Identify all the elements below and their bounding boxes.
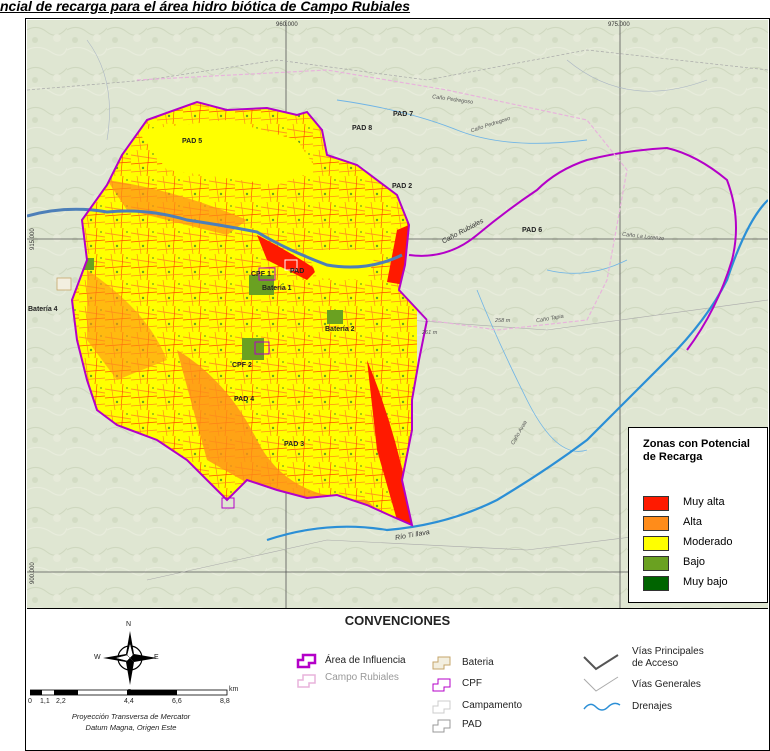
main-roads-label-1: Vías Principales (632, 646, 704, 657)
scale-label-5: 8,8 (220, 698, 230, 705)
legend-swatch (643, 556, 669, 571)
general-road-icon (583, 676, 619, 692)
legend-label: Alta (683, 516, 702, 528)
legend-label: Moderado (683, 536, 733, 548)
label-alt-2: 258 m (495, 318, 511, 324)
cpf-icon (432, 678, 451, 692)
projection-line-1: Proyección Transversa de Mercator (71, 712, 191, 721)
legend-swatch (643, 536, 669, 551)
label-pad6: PAD 6 (522, 227, 543, 234)
label-pad2: PAD 2 (392, 183, 413, 190)
campamento-icon (432, 700, 451, 714)
label-pad4: PAD 4 (234, 396, 255, 403)
main-road-icon (583, 654, 619, 671)
map-canvas (27, 20, 768, 608)
label-pad3: PAD 3 (284, 441, 305, 448)
legend-label: Muy alta (683, 496, 725, 508)
label-bateria1: Batería 1 (262, 285, 292, 292)
cpf-label: CPF (462, 678, 482, 689)
bateria-icon (432, 656, 451, 670)
legend-label: Bajo (683, 556, 706, 568)
influence-area-icon (296, 653, 317, 669)
scale-label-2: 2,2 (56, 698, 66, 705)
scale-label-0: 0 (28, 698, 32, 705)
y-tick-2: 900.000 (30, 562, 36, 584)
compass-n: N (126, 621, 132, 628)
x-tick-1: 960.000 (276, 22, 298, 28)
campamento-label: Campamento (462, 700, 523, 711)
compass-rose-icon (103, 631, 157, 685)
scale-bar (30, 689, 228, 696)
conventions-title: CONVENCIONES (344, 613, 451, 628)
campo-rubiales-label: Campo Rubiales (325, 672, 399, 683)
drainage-icon (583, 702, 621, 711)
scale-unit: km (229, 686, 239, 693)
projection-line-2: Datum Magna, Origen Este (85, 723, 177, 732)
label-alt-1: 261 m (422, 330, 438, 336)
pad-label: PAD (462, 719, 482, 730)
conventions-panel: CONVENCIONES N S E W 0 1,1 2,2 4,4 6,6 8… (27, 608, 768, 750)
drainage-label: Drenajes (632, 701, 673, 712)
label-pad5: PAD 5 (182, 138, 203, 145)
legend-box: Zonas con Potencial de Recarga Muy alta … (628, 427, 768, 603)
compass-w: W (94, 654, 101, 661)
y-tick-1: 915.000 (30, 228, 36, 250)
main-roads-label-2: de Acceso (632, 658, 679, 669)
x-tick-2: 975.000 (608, 22, 630, 28)
label-cpf2: CPF 2 (232, 362, 252, 369)
scale-label-1: 1,1 (40, 698, 50, 705)
general-roads-label: Vías Generales (632, 679, 701, 690)
scale-label-3: 4,4 (124, 698, 134, 705)
legend-swatch (643, 496, 669, 511)
influence-area-label: Área de Influencia (325, 655, 406, 666)
label-bateria4: Batería 4 (28, 306, 58, 313)
legend-swatch (643, 516, 669, 531)
label-bateria2: Batería 2 (325, 326, 355, 333)
label-pad: PAD (290, 268, 305, 275)
legend-label: Muy bajo (683, 576, 728, 588)
label-pad7: PAD 7 (393, 111, 414, 118)
pad-icon (432, 719, 451, 733)
map-title: ncial de recarga para el área hidro biót… (0, 0, 411, 14)
scale-label-4: 6,6 (172, 698, 182, 705)
legend-title: Zonas con Potencial de Recarga (643, 438, 750, 463)
compass-e: E (154, 654, 159, 661)
label-pad8: PAD 8 (352, 125, 373, 132)
label-cpf1: CPF 1 (251, 271, 271, 278)
bateria-label: Bateria (462, 657, 494, 668)
legend-swatch (643, 576, 669, 591)
campo-rubiales-icon (297, 674, 316, 688)
